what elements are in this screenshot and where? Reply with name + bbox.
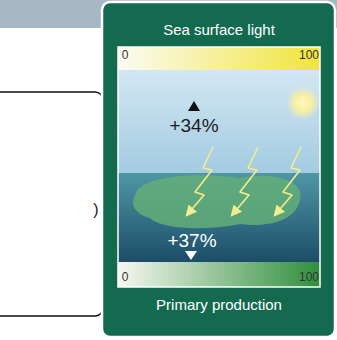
panel — [102, 2, 335, 337]
scale-bar: 0 100 — [118, 262, 320, 287]
sky — [118, 70, 320, 173]
panel: 0 100 +34% +37% 0 100 Sea surface lightPrimary… — [101, 1, 336, 338]
scale-bar: 0 100 — [118, 47, 320, 70]
phytoplankton-bloom — [133, 175, 300, 228]
scale-min: 0 — [122, 271, 129, 284]
panel-caption: Primary production — [156, 297, 282, 314]
scale-max: 100 — [299, 271, 319, 284]
light-ray — [187, 147, 213, 215]
light-ray — [232, 147, 258, 215]
up-triangle — [188, 101, 200, 111]
illustration-box: +34% +37% — [118, 70, 320, 262]
change-value: +34% — [169, 116, 218, 137]
light-ray — [275, 147, 301, 215]
side-box: ) — [0, 92, 103, 316]
sea — [118, 173, 320, 262]
cropped-text: ) — [93, 201, 98, 219]
down-triangle — [185, 251, 197, 260]
sun — [286, 86, 320, 120]
light-scale-bar — [118, 47, 320, 70]
inner-frame — [118, 47, 320, 287]
panel-title: Sea surface light — [163, 22, 275, 39]
production-scale-bar — [118, 262, 320, 287]
change-value: +37% — [167, 231, 216, 252]
side-box — [0, 92, 103, 316]
scale-max: 100 — [299, 49, 319, 62]
scale-min: 0 — [122, 49, 129, 62]
